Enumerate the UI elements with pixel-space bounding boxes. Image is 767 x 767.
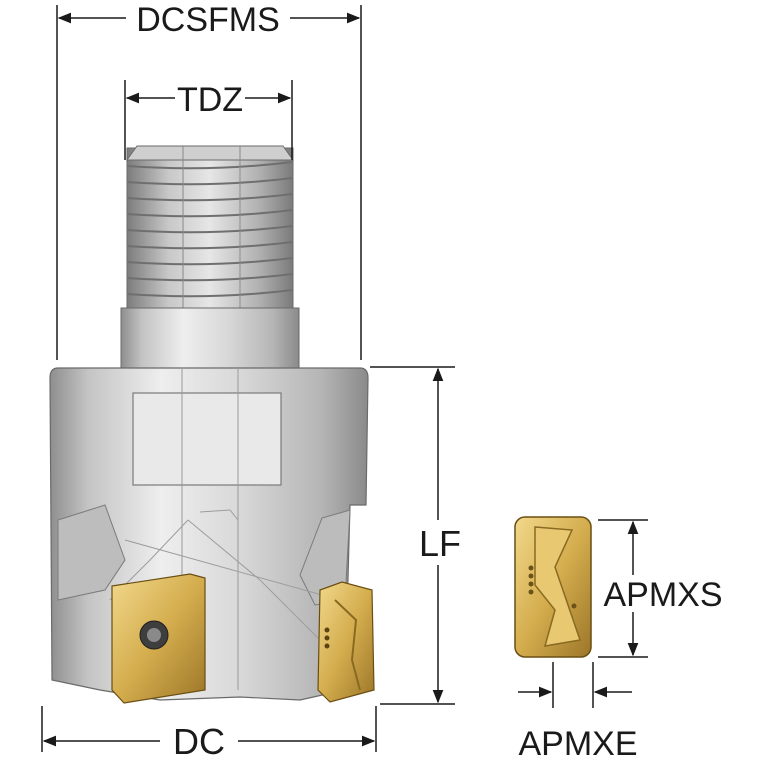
tdz-label: TDZ bbox=[177, 81, 243, 119]
thread-groove bbox=[126, 193, 294, 202]
tool-body bbox=[49, 145, 375, 704]
thread-groove bbox=[126, 161, 294, 170]
threaded-shank bbox=[126, 145, 294, 309]
chip-flute-right bbox=[299, 509, 351, 606]
thread-groove bbox=[126, 241, 294, 250]
apmxe-label: APMXE bbox=[518, 725, 637, 763]
insert-dimple-marks bbox=[528, 565, 577, 609]
apmxs-label: APMXS bbox=[603, 576, 722, 614]
thread-grooves bbox=[126, 161, 294, 298]
lf-label: LF bbox=[419, 523, 461, 564]
coolant-channels bbox=[109, 509, 341, 641]
body-flat bbox=[132, 392, 282, 486]
dcsfms-label: DCSFMS bbox=[136, 1, 280, 39]
shank-neck bbox=[120, 307, 300, 369]
thread-groove bbox=[126, 209, 294, 218]
thread-groove bbox=[126, 225, 294, 234]
body-insert-right bbox=[317, 581, 375, 703]
body-insert-left bbox=[111, 573, 206, 704]
dc-label: DC bbox=[173, 721, 225, 762]
thread-groove bbox=[126, 273, 294, 282]
thread-groove bbox=[126, 289, 294, 298]
thread-groove bbox=[126, 177, 294, 186]
chip-flute-left bbox=[57, 504, 126, 601]
dimension-lines bbox=[41, 5, 648, 752]
thread-groove bbox=[126, 257, 294, 266]
insert-detail bbox=[514, 516, 592, 658]
